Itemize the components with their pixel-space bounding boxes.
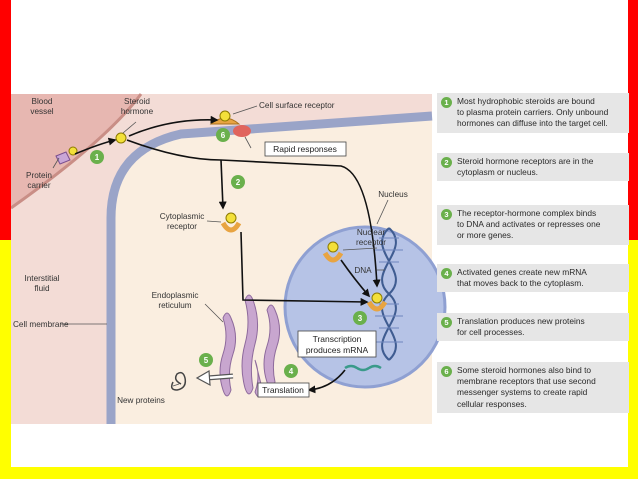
transcription-label-1: Transcription	[313, 334, 362, 344]
slide-canvas: 1 2 3 4 5 6 Rapid responses Transcriptio…	[11, 0, 629, 467]
hormone-at-surface	[219, 110, 231, 122]
cytoplasmic-receptor-shape	[220, 221, 242, 233]
rapid-responses-box	[264, 141, 347, 157]
interstitial-fluid-label-2: fluid	[34, 284, 49, 293]
endoplasmic-reticulum-label-1: Endoplasmic	[152, 291, 199, 300]
blood-vessel-wall	[11, 93, 143, 210]
blood-vessel-label-2: vessel	[30, 107, 53, 116]
hollow-arrow-inner	[206, 374, 234, 380]
marker-2: 2	[231, 175, 245, 189]
nuclear-receptor-label-1: Nuclear	[357, 228, 385, 237]
translation-label: Translation	[262, 385, 304, 395]
marker-1: 1	[90, 150, 104, 164]
step-5-marker: 5	[441, 317, 452, 328]
complex-on-dna-shape	[366, 300, 388, 312]
step-4-marker: 4	[441, 268, 452, 279]
endoplasmic-reticulum-label-2: reticulum	[158, 301, 191, 310]
interstitial-fluid-label-1: Interstitial	[24, 274, 59, 283]
hormone-nuclear	[327, 241, 339, 253]
cell-surface-receptor-label: Cell surface receptor	[259, 101, 335, 110]
endoplasmic-reticulum	[219, 294, 281, 398]
nuclear-receptor-shape	[322, 251, 344, 263]
hormone-molecule	[115, 132, 127, 144]
nucleus	[283, 225, 447, 389]
step-1: 1 Most hydrophobic steroids are bound to…	[437, 93, 629, 133]
svg-text:2: 2	[236, 178, 241, 187]
svg-text:1: 1	[95, 153, 100, 162]
step-2: 2 Steroid hormone receptors are in the c…	[437, 153, 629, 182]
g-protein-shape	[233, 125, 251, 137]
bound-hormone	[68, 146, 78, 156]
step-5: 5 Translation produces new proteins for …	[437, 313, 629, 342]
step-3-marker: 3	[441, 209, 452, 220]
marker-5: 5	[199, 353, 213, 367]
hormone-cytoplasmic	[225, 212, 237, 224]
dna-strand-b	[381, 227, 397, 361]
svg-text:3: 3	[358, 314, 363, 323]
protein-carrier-label-2: carrier	[27, 181, 50, 190]
step-6: 6 Some steroid hormones also bind to mem…	[437, 362, 629, 413]
transcription-label-2: produces mRNA	[306, 345, 369, 355]
cytoplasmic-receptor-label-2: receptor	[167, 222, 197, 231]
step-2-marker: 2	[441, 157, 452, 168]
steroid-hormone-diagram: 1 2 3 4 5 6 Rapid responses Transcriptio…	[11, 93, 447, 424]
step-2-text: Steroid hormone receptors are in the cyt…	[457, 156, 594, 178]
marker-3: 3	[353, 311, 367, 325]
nucleus-label: Nucleus	[378, 190, 408, 199]
protein-carrier-shape	[55, 151, 71, 165]
svg-text:4: 4	[289, 367, 294, 376]
blood-vessel-label-1: Blood	[32, 97, 53, 106]
step-1-marker: 1	[441, 97, 452, 108]
svg-text:5: 5	[204, 356, 209, 365]
marker-6: 6	[216, 128, 230, 142]
step-4-text: Activated genes create new mRNA that mov…	[457, 267, 587, 289]
cell-membrane	[106, 111, 433, 424]
step-3-text: The receptor-hormone complex binds to DN…	[457, 208, 601, 241]
leader-lines	[52, 105, 389, 387]
dna-label: DNA	[354, 266, 372, 275]
steroid-hormone-label-2: hormone	[121, 107, 154, 116]
flow-arrows	[74, 115, 381, 394]
transcription-box	[297, 330, 377, 358]
cytoplasmic-receptor-label-1: Cytoplasmic	[160, 212, 205, 221]
hollow-arrow-head	[195, 369, 211, 387]
marker-4: 4	[284, 364, 298, 378]
hormone-on-dna	[371, 292, 383, 304]
svg-text:6: 6	[221, 131, 226, 140]
dna-rungs	[375, 237, 403, 343]
nuclear-receptor-label-2: receptor	[356, 238, 386, 247]
translation-box	[257, 382, 310, 398]
step-4: 4 Activated genes create new mRNA that m…	[437, 264, 629, 293]
mrna-strand	[344, 364, 382, 372]
rapid-responses-label: Rapid responses	[273, 144, 337, 154]
step-6-marker: 6	[441, 366, 452, 377]
step-3: 3 The receptor-hormone complex binds to …	[437, 205, 629, 245]
new-proteins-label: New proteins	[117, 396, 165, 405]
cell-membrane-label: Cell membrane	[13, 320, 69, 329]
steroid-hormone-label-1: Steroid	[124, 97, 150, 106]
new-protein-shape	[170, 371, 187, 391]
protein-carrier-label-1: Protein	[26, 171, 52, 180]
step-1-text: Most hydrophobic steroids are bound to p…	[457, 96, 609, 129]
step-5-text: Translation produces new proteins for ce…	[457, 316, 585, 338]
step-6-text: Some steroid hormones also bind to membr…	[457, 365, 596, 409]
